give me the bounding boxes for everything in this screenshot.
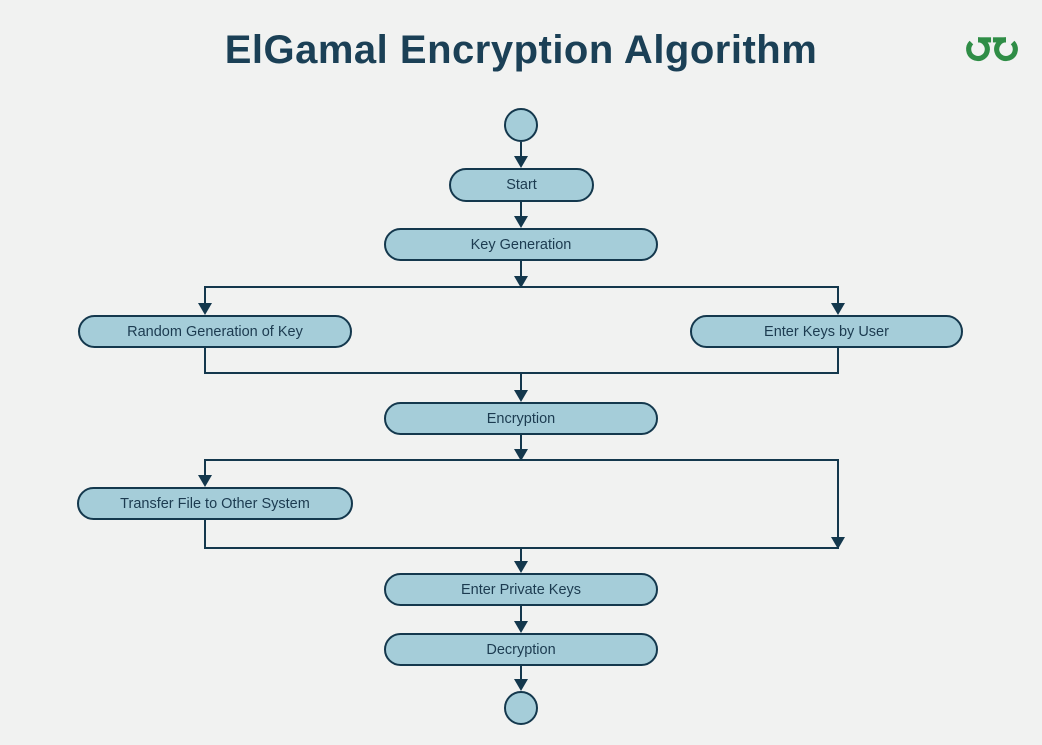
merge-line-1 (204, 372, 839, 374)
edge-line (520, 372, 522, 391)
node-decryption-label: Decryption (486, 641, 556, 658)
edge-line (204, 348, 206, 374)
edge-line (204, 459, 206, 476)
edge-line (837, 287, 839, 304)
node-decryption: Decryption (384, 633, 658, 666)
arrowhead-into-key-generation (514, 216, 528, 228)
node-transfer-file-label: Transfer File to Other System (120, 495, 310, 512)
geeksforgeeks-logo (966, 37, 1018, 62)
arrowhead-into-end-terminal (514, 679, 528, 691)
edge-line (520, 202, 522, 217)
arrowhead-into-decryption (514, 621, 528, 633)
arrowhead-into-encryption (514, 390, 528, 402)
node-enter-keys-user: Enter Keys by User (690, 315, 963, 348)
edge-line (204, 520, 206, 549)
edge-line (837, 348, 839, 374)
arrowhead-into-start (514, 156, 528, 168)
node-start-label: Start (506, 177, 537, 193)
merge-line-2 (204, 547, 839, 549)
page-title: ElGamal Encryption Algorithm (224, 28, 818, 72)
edge-line (520, 547, 522, 562)
node-random-generation: Random Generation of Key (78, 315, 352, 348)
arrowhead-into-transfer-file (198, 475, 212, 487)
arrowhead-into-merge-2 (831, 537, 845, 549)
edge-line (520, 606, 522, 622)
edge-line (520, 666, 522, 680)
node-enter-private-keys-label: Enter Private Keys (460, 581, 582, 598)
node-key-generation: Key Generation (384, 228, 658, 261)
node-encryption-label: Encryption (486, 410, 556, 427)
end-terminal-node (504, 691, 538, 725)
arrowhead-into-split-2 (514, 449, 528, 461)
node-encryption: Encryption (384, 402, 658, 435)
node-start: Start (449, 168, 594, 202)
node-enter-private-keys: Enter Private Keys (384, 573, 658, 606)
edge-line (837, 459, 839, 538)
start-terminal-node (504, 108, 538, 142)
node-random-generation-label: Random Generation of Key (127, 323, 303, 340)
edge-line (520, 435, 522, 450)
node-enter-keys-user-label: Enter Keys by User (764, 323, 889, 340)
arrowhead-into-split-1 (514, 276, 528, 288)
edge-line (520, 261, 522, 277)
arrowhead-into-random-generation (198, 303, 212, 315)
arrowhead-into-enter-private-keys (514, 561, 528, 573)
edge-line (520, 142, 522, 157)
edge-line (204, 287, 206, 304)
node-transfer-file: Transfer File to Other System (77, 487, 353, 520)
node-key-generation-label: Key Generation (470, 236, 572, 253)
arrowhead-into-enter-keys-user (831, 303, 845, 315)
